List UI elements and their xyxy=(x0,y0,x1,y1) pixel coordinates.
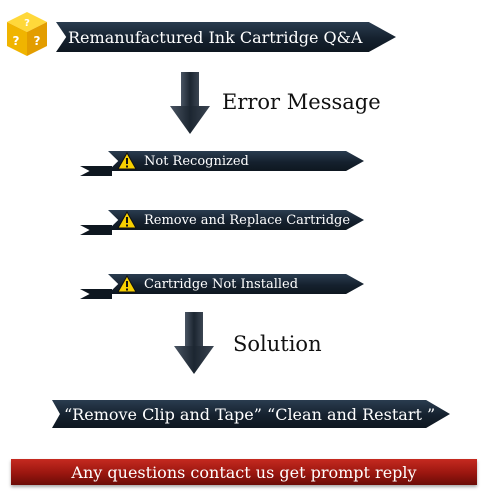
footer-banner: Any questions contact us get prompt repl… xyxy=(11,459,477,485)
footer-text: Any questions contact us get prompt repl… xyxy=(71,462,417,482)
ribbon-tail xyxy=(80,166,112,176)
error-label: Not Recognized xyxy=(144,153,249,169)
warning-icon xyxy=(117,275,137,293)
warning-icon xyxy=(117,152,137,170)
error-ribbon-not-installed: Cartridge Not Installed xyxy=(108,274,364,294)
solution-label: Solution xyxy=(233,332,322,356)
error-message-label: Error Message xyxy=(222,90,381,114)
down-arrow-icon xyxy=(174,312,214,374)
svg-text:?: ? xyxy=(13,34,20,48)
error-ribbon-not-recognized: Not Recognized xyxy=(108,151,364,171)
ribbon-tail xyxy=(80,225,112,235)
ribbon-tail xyxy=(80,289,112,299)
error-label: Cartridge Not Installed xyxy=(144,276,299,292)
question-dice-icon: ? ? ? xyxy=(7,12,47,56)
down-arrow-icon xyxy=(170,72,210,134)
solution-text: “Remove Clip and Tape” “Clean and Restar… xyxy=(64,404,436,424)
title-ribbon: Remanufactured Ink Cartridge Q&A xyxy=(56,22,396,52)
error-label: Remove and Replace Cartridge xyxy=(144,212,351,228)
svg-text:?: ? xyxy=(34,34,41,48)
page-title: Remanufactured Ink Cartridge Q&A xyxy=(68,27,363,47)
solution-ribbon: “Remove Clip and Tape” “Clean and Restar… xyxy=(52,400,450,428)
svg-text:?: ? xyxy=(24,18,30,29)
error-ribbon-remove-replace: Remove and Replace Cartridge xyxy=(108,210,364,230)
warning-icon xyxy=(117,211,137,229)
